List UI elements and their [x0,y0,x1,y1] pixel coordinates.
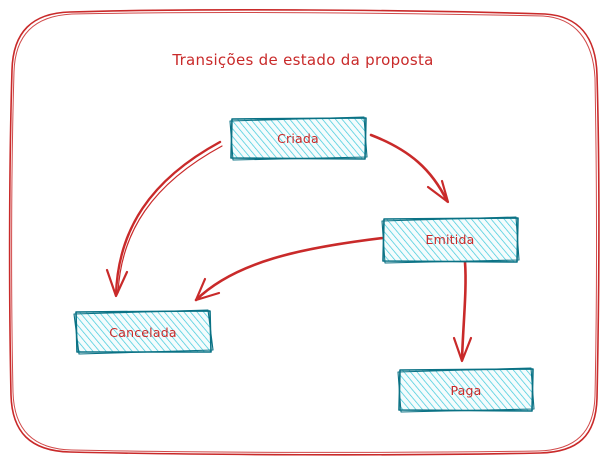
node-criada-label: Criada [277,131,319,146]
transition-criada-to-cancelada [105,140,223,298]
diagram-title: Transições de estado da proposta [171,51,433,69]
node-cancelada: Cancelada [73,309,214,355]
node-paga: Paga [397,367,535,413]
node-criada: Criada [229,116,368,161]
node-emitida-label: Emitida [426,232,475,247]
transition-emitida-to-paga [452,260,473,363]
node-emitida: Emitida [381,216,520,264]
frame [8,9,600,456]
transition-criada-to-emitida [369,133,450,204]
node-cancelada-label: Cancelada [109,325,176,340]
node-paga-label: Paga [450,383,481,398]
transition-emitida-to-cancelada [194,236,385,302]
